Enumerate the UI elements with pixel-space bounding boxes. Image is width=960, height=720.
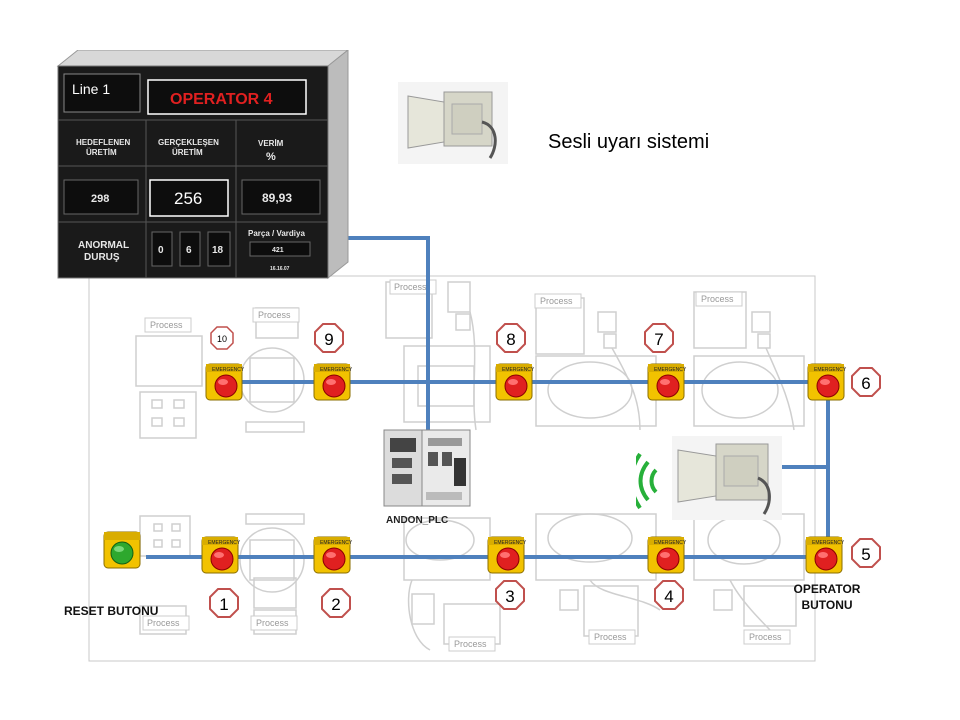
- target-production-label-1: HEDEFLENEN: [76, 138, 130, 147]
- svg-text:5: 5: [861, 545, 870, 564]
- target-production-label-2: ÜRETİM: [86, 148, 117, 157]
- badge-1: 1: [209, 588, 239, 618]
- efficiency-value: 89,93: [262, 191, 292, 205]
- siren-with-sound-waves: [636, 436, 782, 520]
- operator-label: OPERATOR 4: [170, 91, 273, 108]
- process-label: Process: [147, 618, 180, 628]
- process-label: Process: [454, 639, 487, 649]
- operator-button-label-line-2: BUTONU: [801, 598, 853, 612]
- badge-5: 5: [851, 538, 881, 568]
- svg-text:3: 3: [505, 587, 514, 606]
- shift-label: Parça / Vardiya: [248, 229, 305, 238]
- date-value: 16.16.07: [270, 266, 290, 272]
- process-label: Process: [540, 296, 573, 306]
- svg-text:9: 9: [324, 330, 333, 349]
- audible-alert-title: Sesli uyarı sistemi: [548, 131, 710, 153]
- badge-10: 10: [210, 326, 234, 350]
- actual-production-label-2: ÜRETİM: [172, 148, 203, 157]
- operator-button-label: OPERATOR BUTONU: [774, 581, 880, 613]
- downtime-seconds: 18: [212, 245, 224, 256]
- svg-text:1: 1: [219, 595, 228, 614]
- svg-text:6: 6: [861, 374, 870, 393]
- process-label: Process: [150, 320, 183, 330]
- shift-value: 421: [272, 247, 284, 254]
- process-label: Process: [594, 632, 627, 642]
- target-value: 298: [91, 193, 109, 205]
- badge-8: 8: [496, 323, 526, 353]
- operator-button-label-line-1: OPERATOR: [793, 582, 861, 596]
- badge-6: 6: [851, 367, 881, 397]
- svg-text:2: 2: [331, 595, 340, 614]
- svg-text:7: 7: [654, 330, 663, 349]
- plc-label: ANDON_PLC: [386, 515, 449, 526]
- actual-value: 256: [174, 189, 202, 208]
- badge-9: 9: [314, 323, 344, 353]
- process-label: Process: [394, 282, 427, 292]
- badge-3: 3: [495, 580, 525, 610]
- badge-2: 2: [321, 588, 351, 618]
- process-label: Process: [256, 618, 289, 628]
- plc-device: [383, 429, 471, 507]
- svg-text:8: 8: [506, 330, 515, 349]
- downtime-label-2: DURUŞ: [84, 252, 120, 263]
- svg-text:10: 10: [217, 334, 227, 344]
- sound-wave-icon: [636, 452, 658, 510]
- siren-image-top: [398, 82, 508, 164]
- reset-button-label: RESET BUTONU: [64, 604, 159, 618]
- badge-7: 7: [644, 323, 674, 353]
- downtime-hours: 0: [158, 245, 164, 256]
- efficiency-label: VERİM: [258, 139, 284, 148]
- badge-4: 4: [654, 580, 684, 610]
- percent-label: %: [266, 151, 276, 163]
- actual-production-label-1: GERÇEKLEŞEN: [158, 138, 219, 147]
- process-label: Process: [749, 632, 782, 642]
- andon-display-board: Line 1 OPERATOR 4 HEDEFLENEN ÜRETİM GERÇ…: [56, 50, 349, 280]
- process-label: Process: [258, 310, 291, 320]
- line-label: Line 1: [72, 81, 110, 97]
- svg-text:4: 4: [664, 587, 673, 606]
- process-label: Process: [701, 294, 734, 304]
- downtime-minutes: 6: [186, 245, 192, 256]
- downtime-label-1: ANORMAL: [78, 240, 129, 251]
